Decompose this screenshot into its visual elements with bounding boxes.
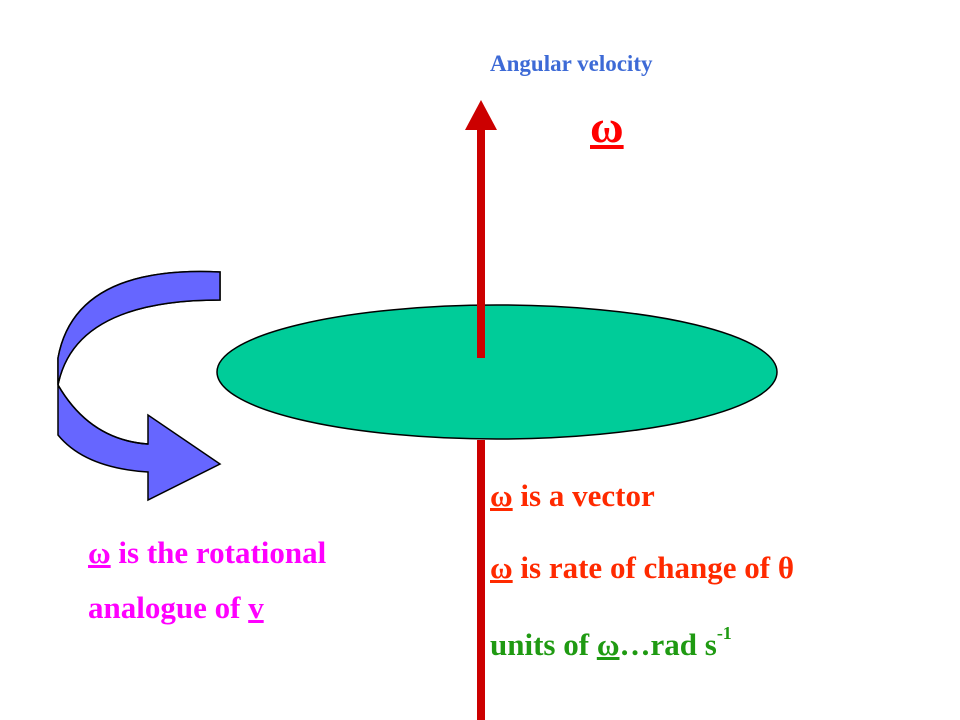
- omega-symbol: ω: [596, 627, 620, 662]
- rotating-disc: [216, 304, 778, 440]
- rotation-arrow-edge: [57, 384, 149, 445]
- note-rate-of-change: ω is rate of change of θ: [490, 550, 794, 586]
- rotation-arrow-icon: [57, 270, 222, 502]
- note-text: is rate of change of θ: [512, 550, 795, 585]
- omega-symbol-large: ω: [590, 101, 624, 152]
- note-text: …rad s: [619, 627, 717, 662]
- axis-arrowhead-icon: [465, 100, 497, 130]
- note-text: analogue of: [88, 590, 249, 625]
- note-omega-vector: ω is a vector: [490, 478, 655, 514]
- note-rotational-analogue-line2: analogue of v: [88, 590, 264, 626]
- omega-symbol: ω: [490, 550, 513, 585]
- note-text: units of: [490, 627, 597, 662]
- note-text: is a vector: [512, 478, 655, 513]
- note-units: units of ω…rad s-1: [490, 623, 732, 663]
- omega-symbol: ω: [88, 535, 111, 570]
- note-rotational-analogue-line1: ω is the rotational: [88, 535, 326, 571]
- units-exponent: -1: [716, 623, 732, 643]
- velocity-symbol: v: [248, 590, 264, 625]
- angular-velocity-label: Angular velocity: [490, 51, 653, 76]
- rotation-arrow-body: [57, 270, 222, 502]
- omega-symbol: ω: [490, 478, 513, 513]
- note-text: is the rotational: [110, 535, 327, 570]
